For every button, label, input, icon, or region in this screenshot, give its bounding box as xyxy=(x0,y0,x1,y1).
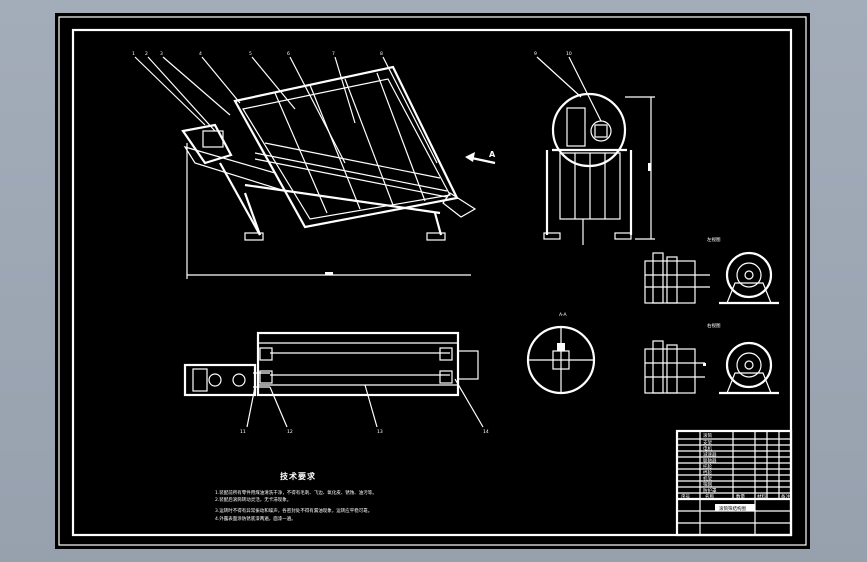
svg-text:3: 3 xyxy=(160,51,163,57)
svg-text:减速器: 减速器 xyxy=(703,451,717,458)
right-view-label: 右视图 xyxy=(707,322,721,329)
svg-text:数量: 数量 xyxy=(736,493,745,500)
support-foot-left xyxy=(244,232,264,241)
front-leaders: 1 2 3 4 5 6 7 8 xyxy=(132,51,438,164)
svg-text:备注: 备注 xyxy=(781,493,790,500)
left-view-label: 左视图 xyxy=(707,236,721,243)
svg-text:4: 4 xyxy=(199,51,202,57)
svg-text:名称: 名称 xyxy=(705,493,714,500)
view-marker-a: A xyxy=(489,150,496,159)
top-view: 11 12 13 14 xyxy=(183,331,489,435)
svg-text:9: 9 xyxy=(534,51,537,57)
drive-unit xyxy=(183,363,257,397)
tech-requirements: 技术要求 1.装配前所有零件用煤油清洗干净，不得有毛刺、飞边、氧化皮、锈蚀、油污… xyxy=(215,471,377,522)
svg-text:13: 13 xyxy=(377,429,383,435)
drawing-canvas: A 1 2 3 4 5 6 7 xyxy=(58,16,807,546)
section-label: A-A xyxy=(559,312,568,318)
svg-text:11: 11 xyxy=(240,429,246,435)
svg-text:8: 8 xyxy=(380,51,383,57)
drum-end-circle xyxy=(551,92,627,168)
support-foot-right xyxy=(426,232,446,241)
svg-text:筛网: 筛网 xyxy=(703,481,712,488)
svg-text:6: 6 xyxy=(287,51,290,57)
svg-text:2: 2 xyxy=(145,51,148,57)
tech-line-1: 1.装配前所有零件用煤油清洗干净，不得有毛刺、飞边、氧化皮、锈蚀、油污等。 xyxy=(215,489,377,496)
svg-text:12: 12 xyxy=(287,429,293,435)
tech-line-3: 3.运转时不得有异常振动和噪声，各密封处不得有漏油现象，运转应平稳可靠。 xyxy=(215,507,372,514)
drawing-sheet: A 1 2 3 4 5 6 7 xyxy=(55,13,810,549)
svg-text:防护罩: 防护罩 xyxy=(703,487,717,494)
svg-text:1: 1 xyxy=(132,51,135,57)
svg-text:电机: 电机 xyxy=(703,445,712,452)
drum-plan xyxy=(256,331,460,397)
svg-text:联轴器: 联轴器 xyxy=(703,457,717,464)
svg-text:10: 10 xyxy=(566,51,572,57)
svg-text:挡轮: 挡轮 xyxy=(703,469,712,476)
drawing-name: 滚筒筛结构图 xyxy=(719,505,746,512)
svg-text:材料: 材料 xyxy=(757,493,766,500)
title-block: 滚筒筛结构图 滚筒 支架 电机 减速器 联轴器 托轮 挡轮 机架 筛网 防护罩 … xyxy=(675,429,793,537)
section-view: A-A xyxy=(526,312,596,395)
tech-title: 技术要求 xyxy=(280,471,316,481)
svg-text:支架: 支架 xyxy=(703,439,712,446)
side-view: 9 10 xyxy=(534,51,655,245)
svg-text:5: 5 xyxy=(249,51,252,57)
inner-border xyxy=(71,28,793,537)
svg-text:7: 7 xyxy=(332,51,335,57)
tech-line-4: 4.外露表面涂防锈底漆两遍，面漆一遍。 xyxy=(215,515,296,522)
outer-frame xyxy=(58,16,807,546)
tech-line-2: 2.装配后滚筒转动灵活，无卡滞现象。 xyxy=(215,496,291,503)
svg-text:14: 14 xyxy=(483,429,489,435)
svg-text:托轮: 托轮 xyxy=(703,463,712,470)
svg-text:滚筒: 滚筒 xyxy=(703,432,712,439)
front-view: A 1 2 3 4 5 6 7 xyxy=(132,51,496,279)
svg-text:机架: 机架 xyxy=(703,475,712,482)
drive-views: 左视图 右视图 xyxy=(644,236,779,395)
svg-text:序号: 序号 xyxy=(681,493,690,500)
